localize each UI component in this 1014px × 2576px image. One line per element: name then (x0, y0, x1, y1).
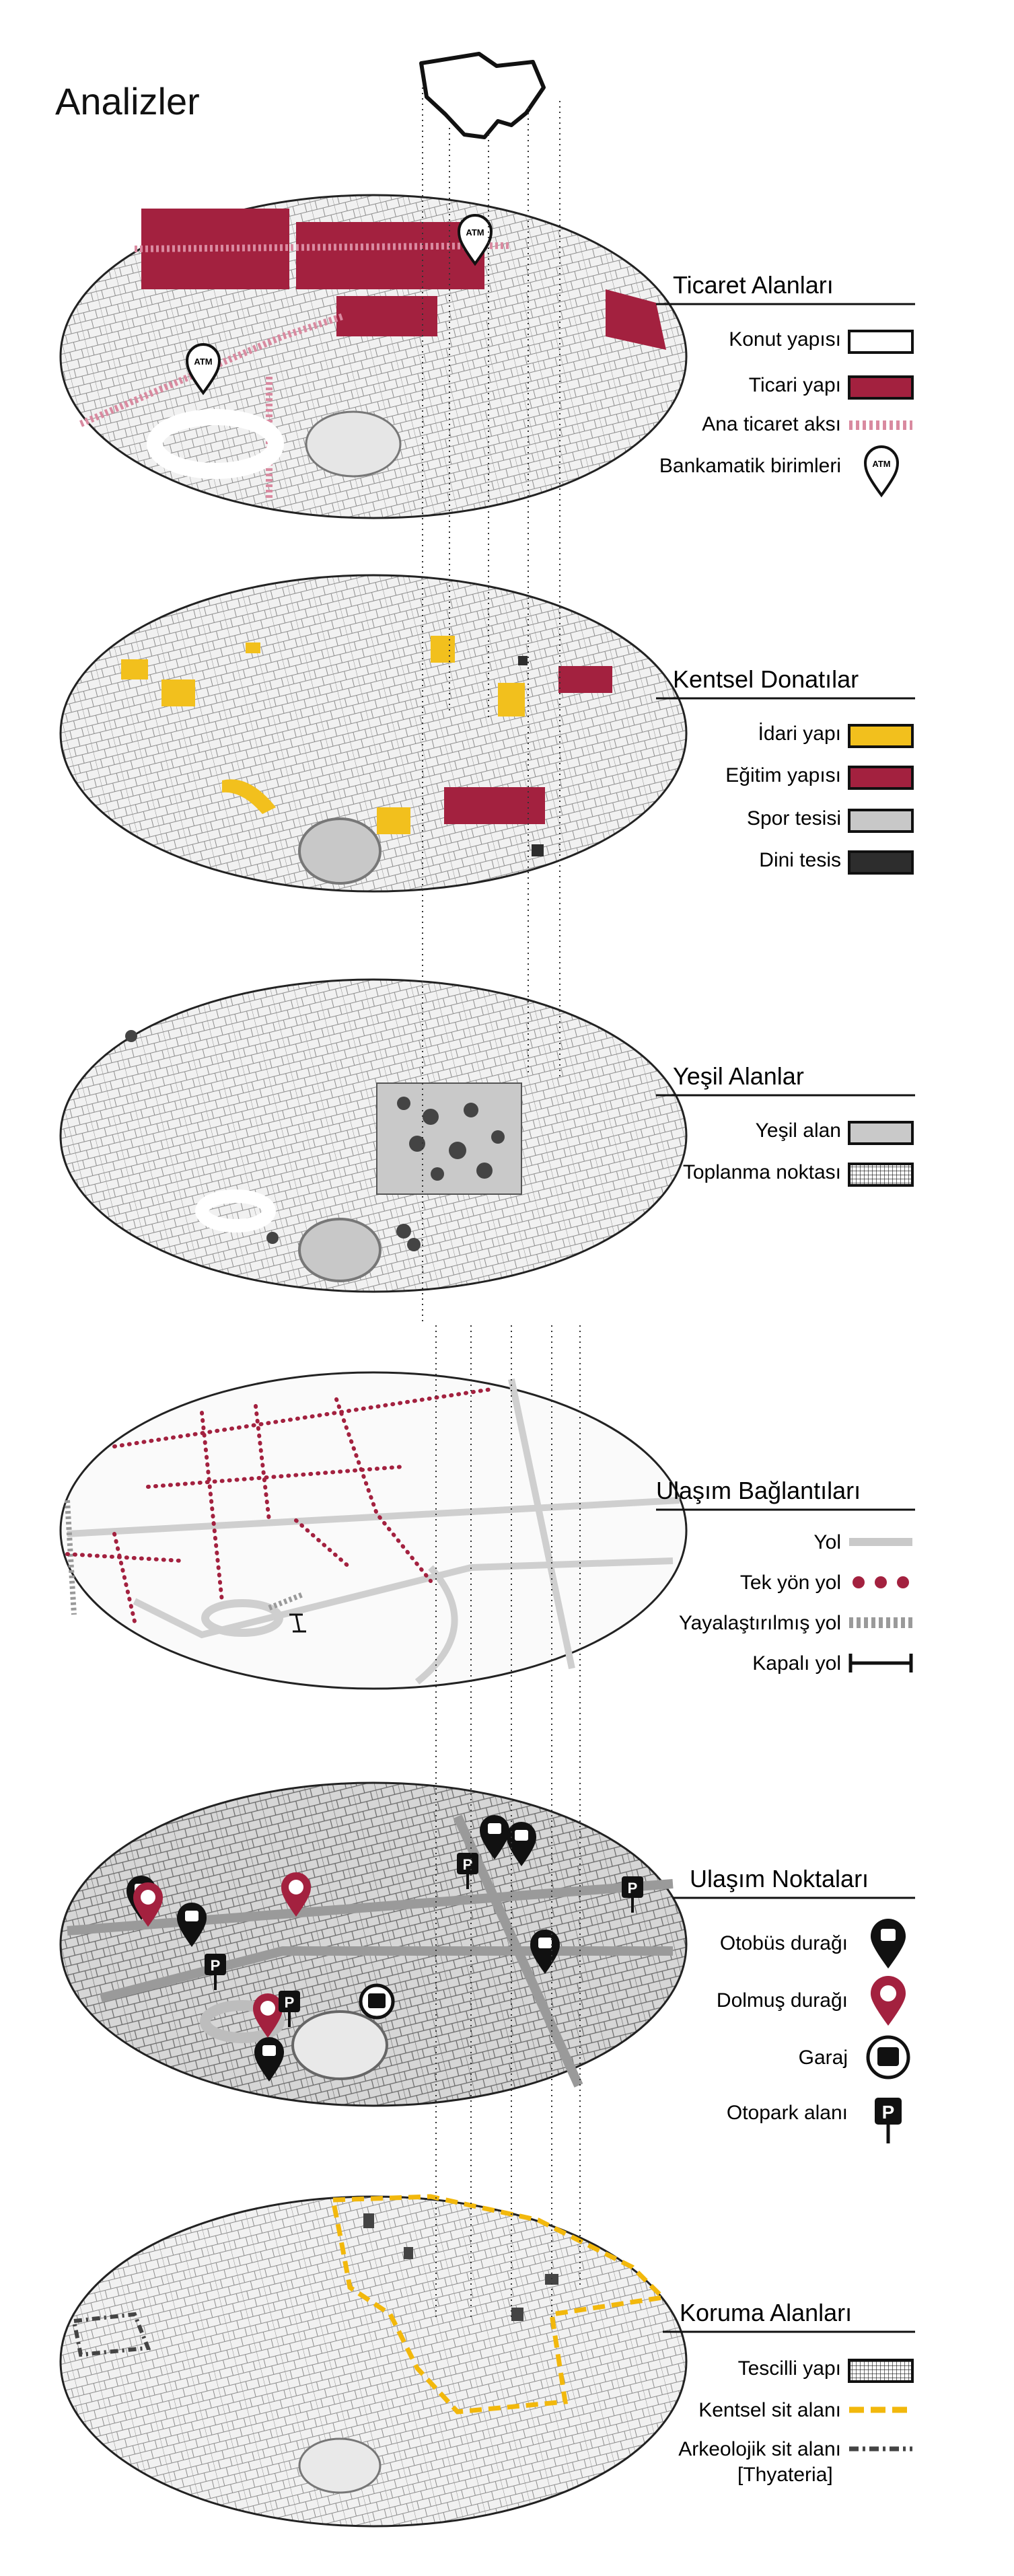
map-facilities (59, 574, 688, 893)
atm-pin-icon: ATM (863, 445, 900, 498)
legend-commercial: Ticaret Alanları Konut yapısı Ticari yap… (656, 271, 915, 498)
legend-title: Ticaret Alanları (673, 271, 834, 299)
legend-label: Garaj (799, 2047, 848, 2069)
legend-label: İdari yapı (758, 723, 841, 745)
legend-label: Yeşil alan (756, 1119, 841, 1142)
panel-transport-points: P P P P (59, 1781, 688, 2107)
grey-box-icon (848, 1121, 914, 1145)
grid-box-icon (848, 1163, 914, 1187)
legend-label: Ticari yapı (749, 374, 841, 396)
bus-pin-icon (254, 2037, 284, 2082)
legend-label: Bankamatik birimleri (659, 455, 841, 477)
bus-pin-icon (871, 1919, 906, 1968)
legend-label: Yol (813, 1531, 841, 1553)
panel-green (59, 978, 688, 1293)
crimson-box-icon (848, 375, 914, 400)
legend-label: Yayalaştırılmış yol (679, 1612, 841, 1634)
legend-label: Otobüs durağı (720, 1932, 848, 1954)
legend-title: Yeşil Alanlar (673, 1062, 804, 1090)
minibus-pin-icon (281, 1872, 311, 1917)
building-outline-icon (419, 52, 546, 139)
legend-title: Ulaşım Noktaları (690, 1865, 869, 1892)
parking-sign-icon: P (622, 1876, 643, 1913)
panel-conservation (59, 2194, 688, 2528)
atm-pin-icon: ATM (457, 214, 493, 266)
bus-pin-icon (177, 1903, 207, 1947)
map-green (59, 978, 688, 1293)
yellow-box-icon (848, 724, 914, 748)
legend-label: Arkeolojik sit alanı (678, 2438, 841, 2460)
legend-title: Ulaşım Bağlantıları (656, 1477, 861, 1504)
legend-sublabel: [Thyateria] (737, 2464, 833, 2486)
legend-label: Kapalı yol (752, 1652, 841, 1675)
white-box-icon (848, 330, 914, 354)
map-conservation (59, 2194, 688, 2528)
panel-facilities (59, 574, 688, 893)
atm-map-label: ATM (466, 227, 484, 237)
legend-label: Dolmuş durağı (717, 1989, 848, 2012)
parking-sign-icon: P (457, 1853, 478, 1889)
atm-map-label: ATM (872, 459, 890, 469)
legend-transport-links: Ulaşım Bağlantıları Yol Tek yön yol Yaya… (656, 1477, 915, 1675)
map-transport-points (59, 1781, 688, 2107)
atm-map-label: ATM (194, 357, 212, 367)
legend-conservation: Koruma Alanları Tescilli yapı Kentsel si… (663, 2299, 915, 2486)
legend-green: Yeşil Alanlar Yeşil alan Toplanma noktas… (656, 1062, 915, 1187)
atm-pin-icon: ATM (185, 343, 221, 396)
parking-map-label: P (211, 1957, 221, 1974)
legend-label: Eğitim yapısı (725, 764, 841, 786)
minibus-pin-icon (253, 1993, 283, 2038)
legend-facilities: Kentsel Donatılar İdari yapı Eğitim yapı… (656, 665, 915, 875)
crimson-box-icon (848, 766, 914, 790)
panel-transport-links (59, 1371, 688, 1690)
dark-box-icon (848, 850, 914, 875)
grid-box-icon (848, 2359, 914, 2383)
projection-lines (422, 87, 581, 2321)
bus-pin-icon (507, 1822, 536, 1866)
legend-label: Spor tesisi (747, 807, 841, 830)
parking-map-label: P (463, 1856, 473, 1873)
garage-icon (866, 2035, 910, 2080)
legend-label: Kentsel sit alanı (698, 2399, 841, 2421)
parking-sign-icon: P (875, 2098, 902, 2143)
legend-label: Toplanma noktası (683, 1161, 841, 1183)
map-commercial (59, 194, 688, 519)
closed-road-icon (848, 1654, 913, 1672)
legend-title: Kentsel Donatılar (673, 665, 859, 693)
legend-label: Otopark alanı (727, 2102, 848, 2124)
legend-title: Koruma Alanları (680, 2299, 852, 2326)
parking-map-label: P (285, 1994, 295, 2011)
page-title: Analizler (55, 80, 200, 122)
minibus-pin-icon (871, 1976, 906, 2026)
minibus-pin-icon (133, 1882, 163, 1927)
dots-icon (853, 1576, 909, 1588)
garage-icon (359, 1983, 395, 2020)
legend-label: Ana ticaret aksı (702, 413, 841, 435)
parking-sign-icon: P (279, 1991, 300, 2027)
grey-box-icon (848, 809, 914, 833)
legend-label: Tescilli yapı (738, 2357, 841, 2380)
panel-commercial: ATM ATM (59, 52, 688, 519)
legend-label: Dini tesis (759, 849, 841, 871)
parking-sign-icon: P (205, 1954, 226, 1990)
parking-map-label: P (882, 2102, 895, 2123)
legend-transport-points: Ulaşım Noktaları Otobüs durağı Dolmuş du… (673, 1865, 915, 2143)
legend-label: Konut yapısı (729, 328, 841, 351)
bus-pin-icon (530, 1929, 560, 1974)
legend-label: Tek yön yol (740, 1572, 841, 1594)
parking-map-label: P (628, 1880, 638, 1897)
bus-pin-icon (480, 1815, 509, 1860)
map-transport-links (59, 1371, 688, 1690)
